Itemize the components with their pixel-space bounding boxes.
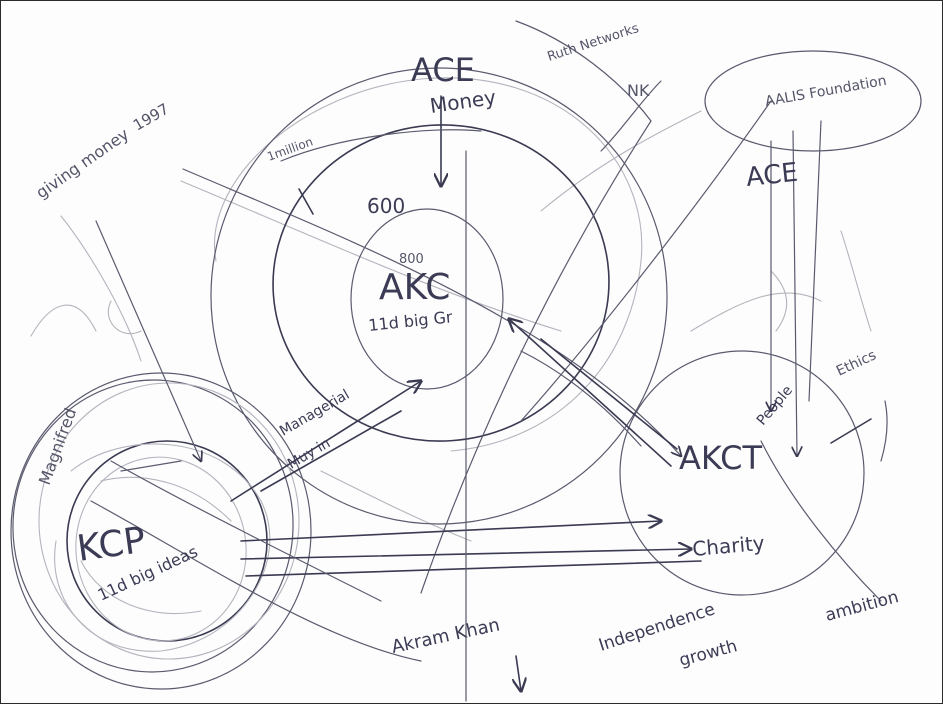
label-akram-khan: Akram Khan [390,614,502,657]
label-aalis-foundation: AALIS Foundation [764,73,888,110]
label-magnifred: Magnifred [35,405,80,487]
label-1997: 1997 [130,100,172,135]
label-nk: NK [627,81,650,100]
label-akc: AKC [379,267,450,308]
label-charity: Charity [691,531,765,561]
label-million: 1million [265,134,315,163]
label-giving-money: giving money [32,124,132,202]
label-money: Money [428,85,497,118]
label-ace-top: ACE [411,51,475,89]
connector-arrows [91,21,887,701]
label-ace-right: ACE [745,158,800,193]
label-ruth-networks: Ruth Networks [546,21,641,65]
label-800: 800 [399,252,424,267]
label-akct: AKCT [679,439,762,477]
label-people: People [754,383,796,429]
label-kcp: KCP [75,520,149,570]
label-ambition: ambition [823,587,901,626]
label-600: 600 [367,194,405,218]
label-akc-sub: 11d big Gr [367,307,453,335]
label-growth: growth [677,636,739,671]
kcp-scribble [1,368,311,689]
label-ethics: Ethics [834,347,879,379]
